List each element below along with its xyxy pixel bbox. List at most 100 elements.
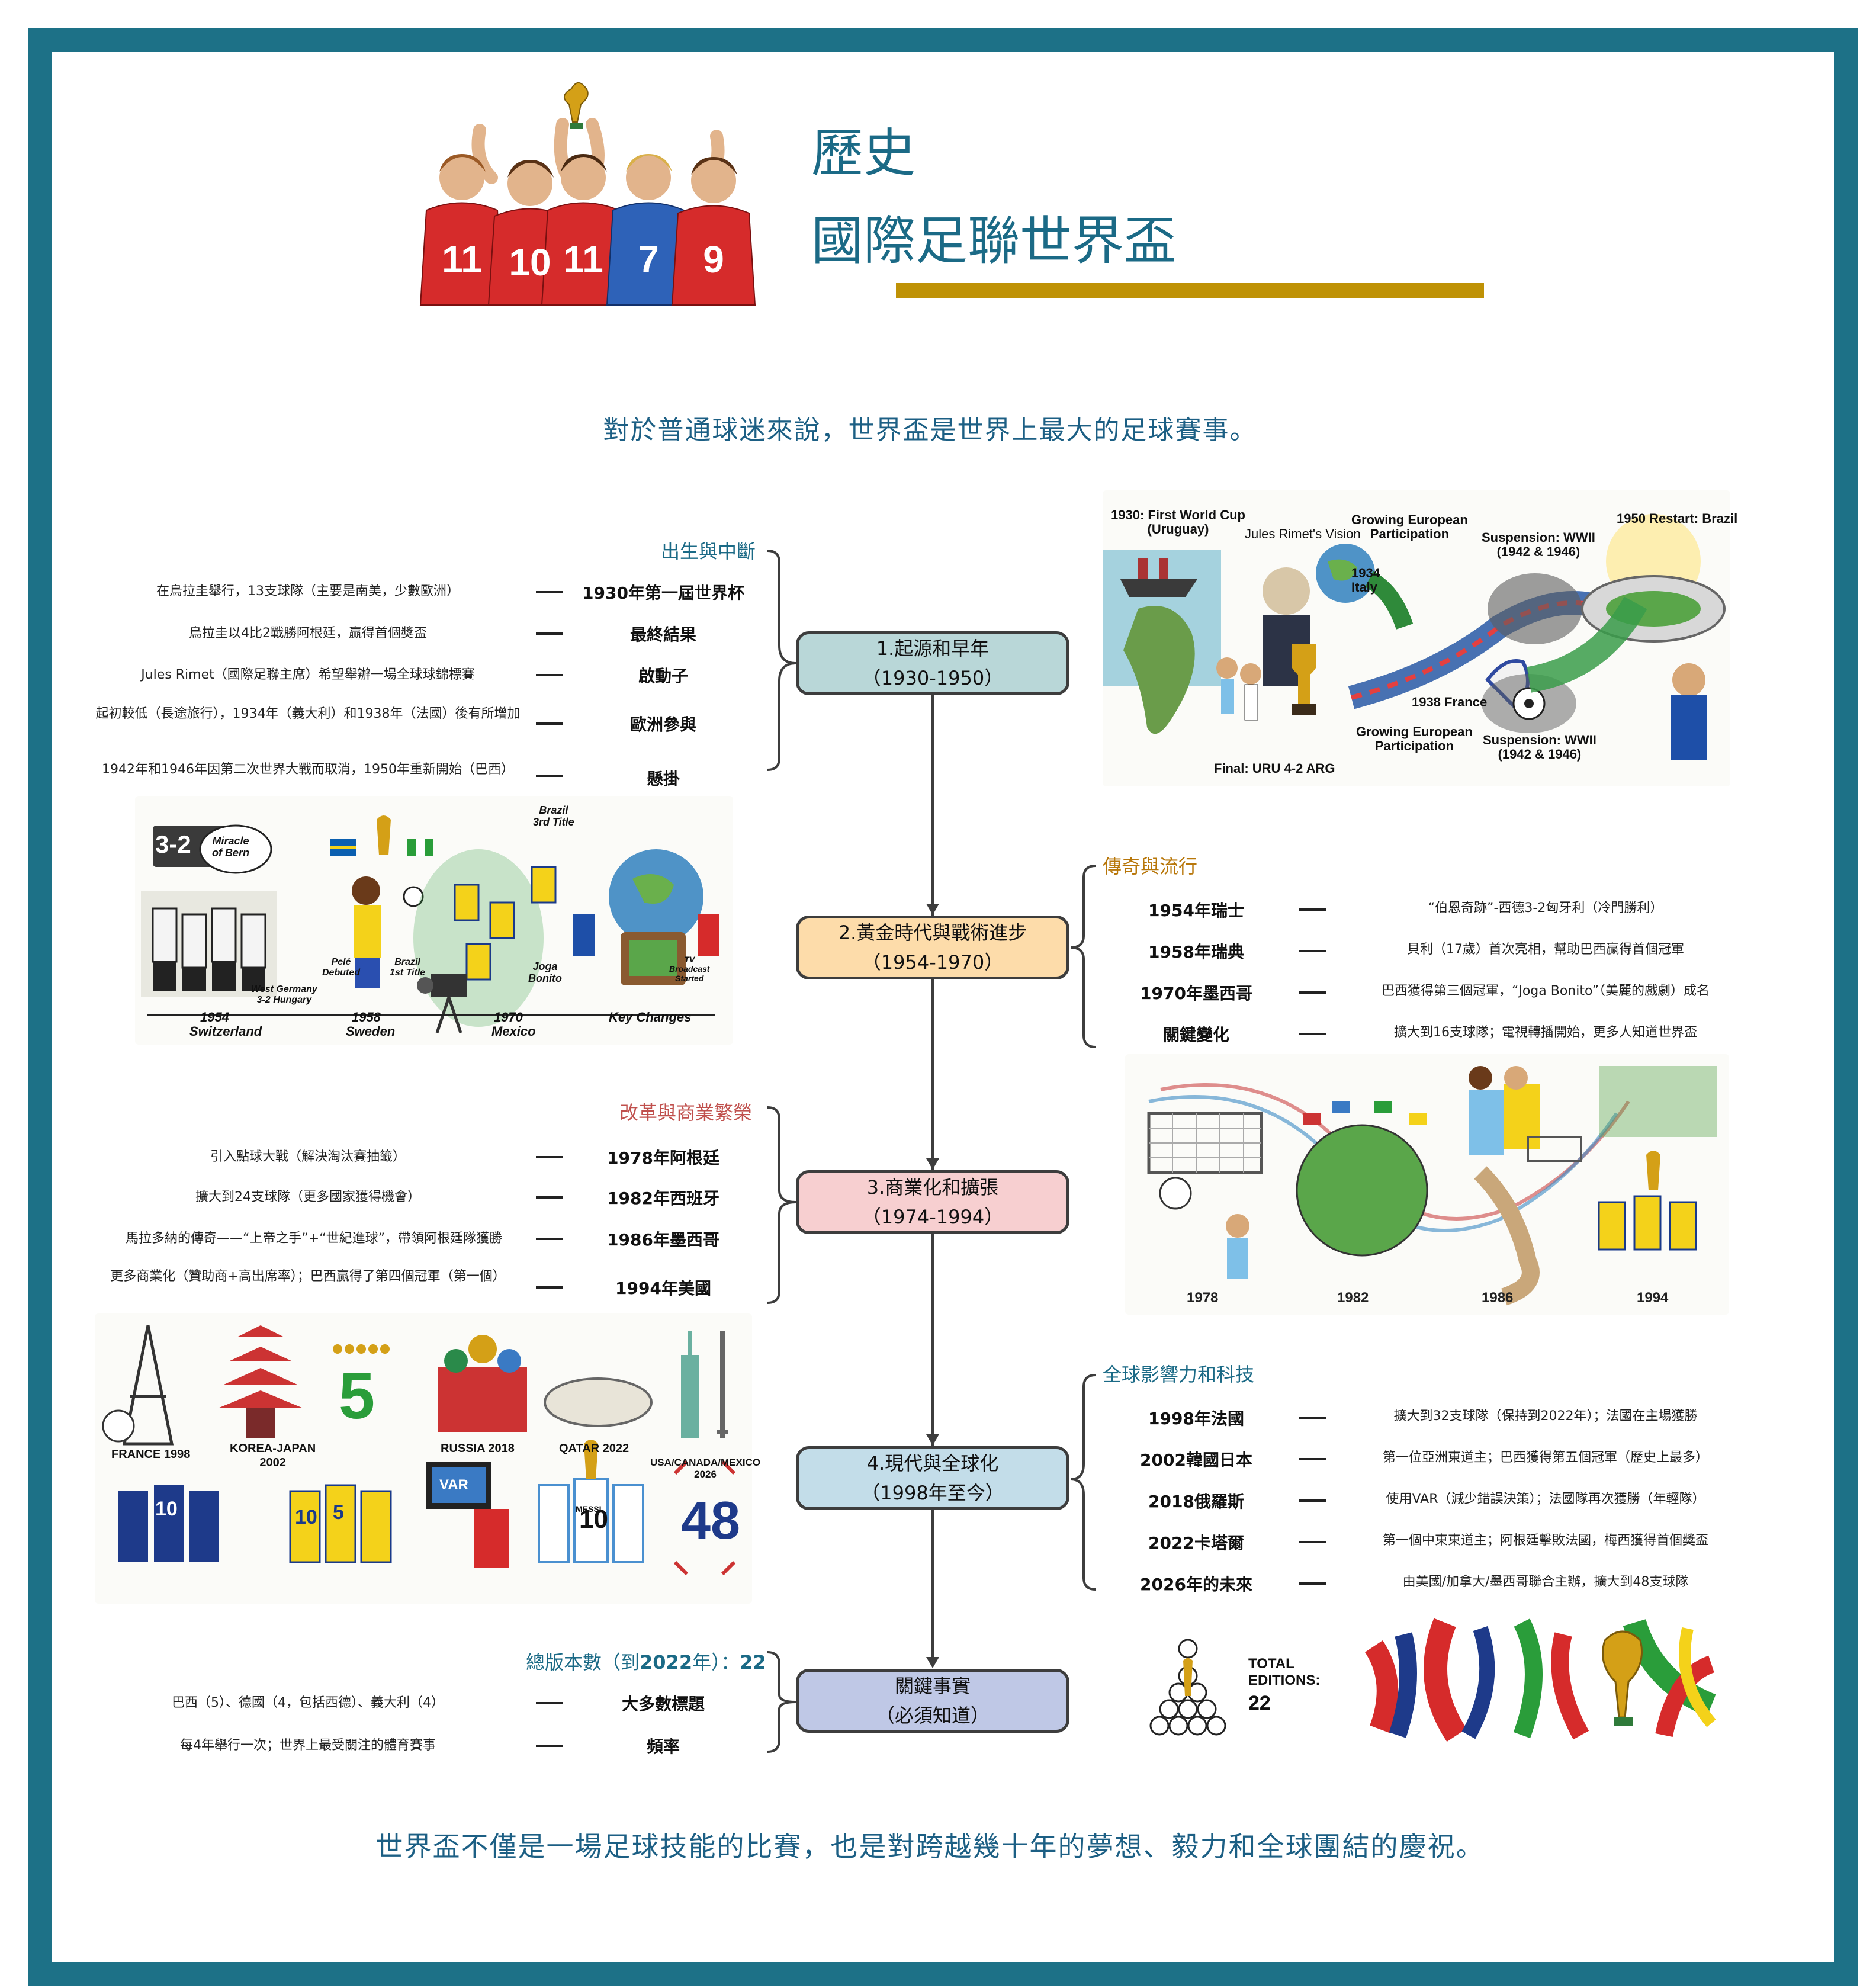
bubble-miracle-of-bern: Miracle of Bern — [212, 835, 249, 859]
section3-row-label: 1982年西班牙 — [607, 1189, 719, 1208]
node-origins: 1.起源和早年 （1930-1950） — [796, 631, 1069, 695]
section3-row-desc: 馬拉多納的傳奇——“上帝之手”+“世紀進球”，帶領阿根廷隊獲勝 — [125, 1231, 503, 1246]
shirt-number: 10 — [155, 1498, 178, 1520]
section2-row-label: 1954年瑞士 — [1148, 901, 1244, 920]
var-screen-icon — [426, 1462, 491, 1509]
bubble-tv-broadcast: TV Broadcast Started — [669, 955, 710, 983]
node-title: 1.起源和早年 — [876, 637, 990, 660]
eiffel-tower-icon — [122, 1325, 174, 1446]
section2-row-desc: “伯恩奇跡”-西德3-2匈牙利（冷門勝利） — [1428, 901, 1663, 916]
node-title: 2.黃金時代與戰術進步 — [838, 921, 1027, 944]
section1-row-desc: 在烏拉圭舉行，13支球隊（主要是南美，少數歐洲） — [156, 584, 460, 599]
trophy-icon — [1292, 644, 1316, 715]
section1-row-label: 歐洲參與 — [629, 715, 696, 734]
node-commercialization: 3.商業化和擴張 （1974-1994） — [796, 1170, 1069, 1234]
bubble-pele-debut: Pelé Debuted — [322, 957, 360, 978]
camera-icon — [417, 974, 467, 1033]
category-value: 22 — [740, 1651, 766, 1674]
spine-arrows — [926, 904, 939, 1668]
caption-restart: 1950 Restart: Brazil — [1617, 511, 1738, 526]
celebration-artwork — [1364, 1618, 1716, 1742]
timeline-place: Switzerland — [189, 1024, 262, 1039]
jersey-number: 7 — [638, 238, 659, 281]
timeline-place: Mexico — [491, 1024, 536, 1039]
label-qatar-2022: QATAR 2022 — [559, 1442, 629, 1455]
section2-row-desc: 擴大到16支球隊；電視轉播開始，更多人知道世界盃 — [1394, 1025, 1697, 1040]
row-connector — [536, 591, 563, 593]
era-year: 1994 — [1637, 1290, 1669, 1306]
shirt-number: 5 — [333, 1501, 344, 1524]
header-players-illustration: 11 10 11 7 9 — [419, 82, 756, 306]
section3-row-label: 1978年阿根廷 — [607, 1148, 719, 1168]
golden-age-artwork — [141, 815, 719, 1033]
stars-icon — [333, 1344, 390, 1354]
row-connector — [536, 1702, 563, 1704]
row-connector — [1299, 991, 1326, 994]
bubble-brazil-third: Brazil 3rd Title — [533, 804, 574, 828]
section2-row-label: 1970年墨西哥 — [1140, 984, 1252, 1003]
shirt-number: 10 — [295, 1506, 317, 1528]
section2-row-label: 1958年瑞典 — [1148, 942, 1244, 962]
label-usa-canada-mexico-2026: USA/CANADA/MEXICO 2026 — [650, 1457, 761, 1480]
row-connector — [1299, 1541, 1326, 1543]
trophy-icon — [564, 82, 589, 129]
ship-icon — [1120, 558, 1197, 597]
caption-rimet-vision: Jules Rimet's Vision — [1245, 526, 1361, 541]
section4-row-desc: 擴大到32支球隊（保持到2022年）；法國在主場獲勝 — [1393, 1409, 1698, 1424]
section2-row-desc: 貝利（17歲）首次亮相，幫助巴西贏得首個冠軍 — [1407, 942, 1684, 957]
row-connector — [536, 1238, 563, 1240]
title-underline — [896, 283, 1484, 298]
caption-first-world-cup: 1930: First World Cup (Uruguay) — [1111, 508, 1245, 537]
section4-category: 全球影響力和科技 — [1103, 1363, 1255, 1386]
section3-row-desc: 引入點球大戰（解決淘汰賽抽籤） — [210, 1149, 406, 1164]
pagoda-icon — [218, 1325, 303, 1438]
football-icon — [1512, 687, 1546, 720]
section3-row-label: 1986年墨西哥 — [607, 1230, 719, 1250]
commercialization-artwork — [1147, 1066, 1717, 1306]
era-year: 1982 — [1337, 1290, 1369, 1306]
flag-icon — [330, 839, 356, 856]
section3-row-label: 1994年美國 — [615, 1279, 711, 1298]
shirt-number: 10 — [579, 1505, 608, 1534]
section1-row-label: 懸掛 — [646, 769, 680, 789]
total-editions-label: TOTAL EDITIONS: — [1248, 1656, 1321, 1688]
row-connector — [1299, 1458, 1326, 1460]
caption-growing-top: Growing European Participation — [1351, 512, 1468, 541]
era-year: 1986 — [1482, 1290, 1514, 1306]
node-title: 4.現代與全球化 — [866, 1452, 999, 1475]
row-connector — [536, 1745, 563, 1747]
section3-category: 改革與商業繁榮 — [619, 1101, 753, 1124]
bubble-joga-bonito: Joga Bonito — [528, 961, 562, 984]
section4-row-label: 2026年的未來 — [1140, 1575, 1252, 1594]
row-connector — [1299, 1033, 1326, 1035]
globe-icon — [1296, 1124, 1428, 1257]
jersey-number: 10 — [509, 241, 551, 284]
label-france-1998: FRANCE 1998 — [111, 1448, 191, 1461]
caption-suspension-top: Suspension: WWII (1942 & 1946) — [1482, 530, 1595, 559]
section5-category: 總版本數（到2022年）：22 — [526, 1647, 766, 1675]
label-korea-japan-2002: KOREA-JAPAN 2002 — [230, 1442, 316, 1469]
trophy-icon — [1646, 1151, 1660, 1190]
caption-final: Final: URU 4-2 ARG — [1214, 761, 1335, 776]
section1-row-desc: 烏拉圭以4比2戰勝阿根廷，贏得首個獎盃 — [189, 626, 427, 641]
trophy-icon — [584, 1440, 598, 1479]
section4-row-desc: 第一個中東東道主；阿根廷擊敗法國，梅西獲得首個獎盃 — [1382, 1533, 1708, 1548]
section5-row-label: 大多數標題 — [621, 1694, 705, 1714]
caption-france: 1938 France — [1412, 695, 1488, 709]
illustration-commercialization: 1978 1982 1986 1994 — [1125, 1054, 1729, 1315]
row-connector — [536, 1156, 563, 1158]
section3-row-desc: 擴大到24支球隊（更多國家獲得機會） — [195, 1190, 420, 1205]
node-title: 3.商業化和擴張 — [866, 1176, 999, 1199]
section1-row-desc: Jules Rimet（國際足聯主席）希望舉辦一場全球球錦標賽 — [141, 667, 475, 682]
section1-category: 出生與中斷 — [661, 540, 756, 563]
num-48: 48 — [681, 1491, 741, 1550]
row-connector — [1299, 1417, 1326, 1419]
caption-growing-bottom: Growing European Participation — [1356, 724, 1473, 753]
node-period: （必須知道） — [875, 1704, 990, 1727]
illustration-golden-age: 3-2 Miracle of Bern Brazil 3rd Title Pel… — [135, 796, 733, 1045]
tv-icon — [621, 932, 686, 985]
section2-category: 傳奇與流行 — [1103, 855, 1198, 878]
section4-row-desc: 由美國/加拿大/墨西哥聯合主辦，擴大到48支球隊 — [1402, 1575, 1689, 1589]
timeline-place: Sweden — [346, 1024, 396, 1039]
node-period: （1954-1970） — [862, 951, 1004, 974]
